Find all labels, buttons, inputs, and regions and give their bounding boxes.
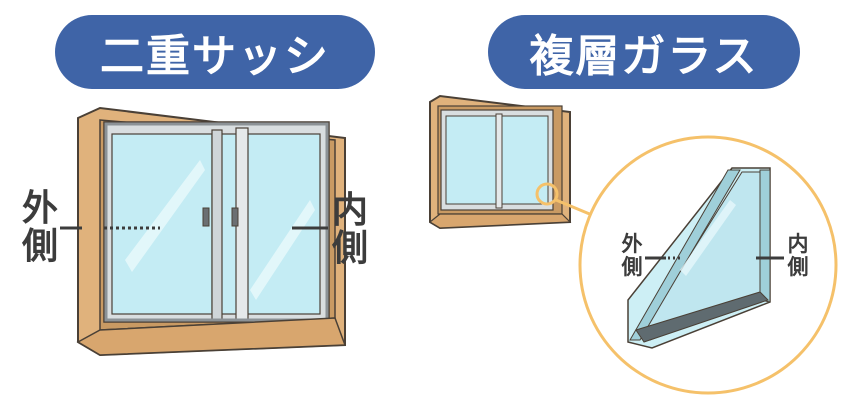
right-outer-label: 外側	[620, 233, 644, 279]
double-glazing-title-text: 複層ガラス	[529, 31, 759, 82]
double-glazing-cross-section	[627, 167, 771, 349]
double-sash-title: 二重サッシ	[55, 15, 375, 89]
double-sash-window-illustration	[76, 106, 347, 357]
magnifier-connector	[555, 198, 593, 217]
left-inner-label-text: 内側	[331, 190, 368, 269]
small-window-illustration	[428, 94, 572, 230]
left-outer-label-text: 外側	[21, 188, 58, 267]
double-sash-title-text: 二重サッシ	[100, 31, 330, 82]
right-inner-label: 内側	[786, 233, 810, 279]
right-inner-label-text: 内側	[787, 232, 809, 279]
left-inner-label: 内側	[330, 192, 370, 268]
right-outer-label-text: 外側	[621, 232, 643, 279]
double-glazing-title: 複層ガラス	[488, 15, 800, 89]
left-outer-label: 外側	[20, 190, 60, 266]
magnifier-small-circle	[535, 182, 559, 206]
